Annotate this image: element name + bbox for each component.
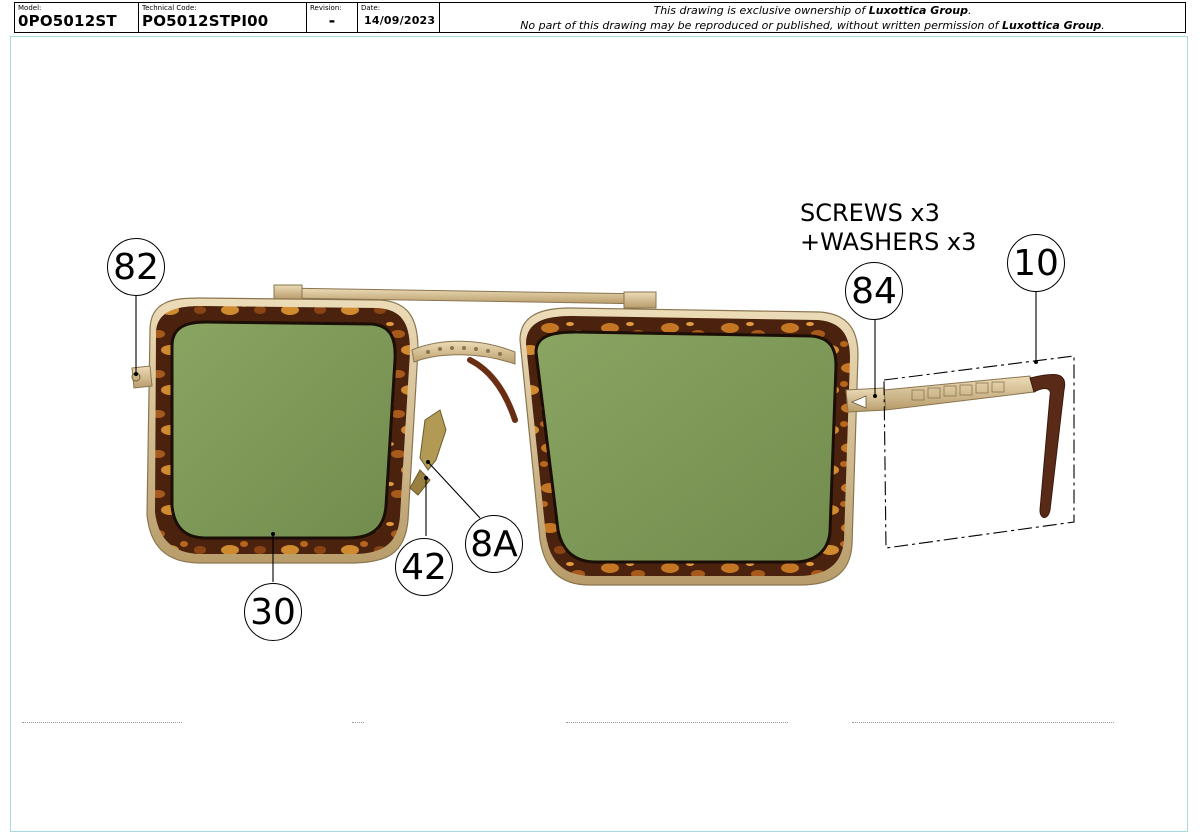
title-block: Model: 0PO5012ST Technical Code: PO5012S… [14, 2, 1186, 33]
bridge [411, 340, 518, 423]
leader-dots [134, 360, 1038, 536]
right-lens [534, 330, 838, 564]
ownership-notice-line2: No part of this drawing may be reproduce… [520, 19, 1105, 32]
drawing-border [10, 36, 1188, 832]
footer-rule-4 [852, 722, 1114, 724]
screws-note-line1: SCREWS x3 [800, 199, 940, 227]
technical-code-label: Technical Code: [142, 4, 197, 12]
ownership-notice-line1: This drawing is exclusive ownership of L… [653, 4, 972, 17]
callout-42: 42 [395, 538, 453, 596]
right-temple [883, 373, 1066, 518]
footer-rule-2 [352, 722, 364, 724]
callout-30: 30 [244, 583, 302, 641]
leader-lines [135, 292, 1037, 582]
revision-label: Revision: [310, 4, 342, 12]
screws-note-line2: +WASHERS x3 [800, 228, 977, 256]
footer-rule-1 [22, 722, 182, 724]
revision-cell: Revision: - [307, 3, 358, 32]
technical-code-value: PO5012STPI00 [142, 12, 269, 30]
callout-10: 10 [1007, 234, 1065, 292]
date-label: Date: [361, 4, 381, 12]
technical-code-cell: Technical Code: PO5012STPI00 [139, 3, 307, 32]
right-hinge [845, 387, 887, 413]
model-cell: Model: 0PO5012ST [15, 3, 139, 32]
revision-value: - [328, 11, 336, 30]
right-rim [519, 307, 859, 586]
model-label: Model: [18, 4, 42, 12]
left-rim [146, 297, 419, 564]
ownership-notice-cell: This drawing is exclusive ownership of L… [440, 3, 1185, 32]
nose-pad-left [409, 409, 447, 496]
model-value: 0PO5012ST [18, 12, 117, 30]
callout-84: 84 [845, 262, 903, 320]
callout-82: 82 [107, 238, 165, 296]
left-lens [170, 320, 397, 540]
date-value: 14/09/2023 [364, 14, 436, 27]
footer-rule-3 [566, 722, 788, 724]
left-hinge [131, 365, 153, 389]
screws-washers-note: SCREWS x3 +WASHERS x3 [800, 199, 976, 257]
date-cell: Date: 14/09/2023 [358, 3, 440, 32]
callout-8a: 8A [465, 515, 523, 573]
temple-exploded-box [883, 355, 1075, 549]
